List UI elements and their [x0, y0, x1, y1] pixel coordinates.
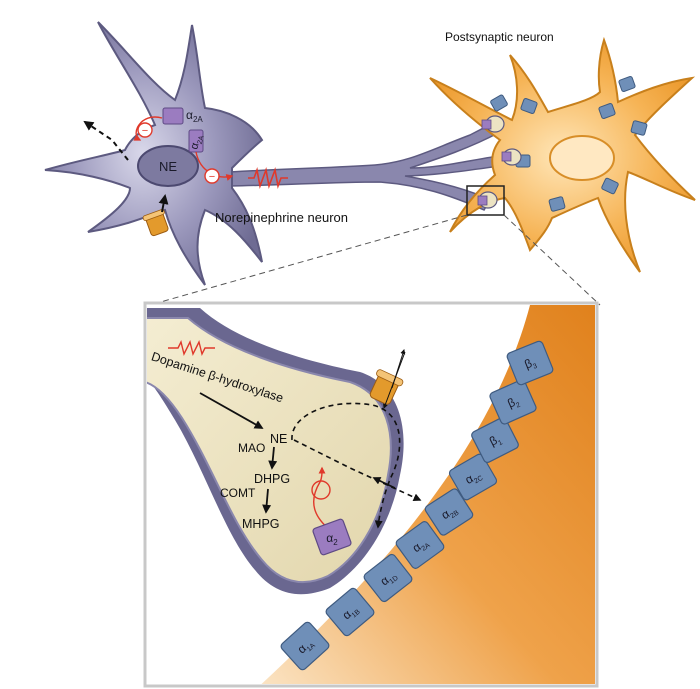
beta2-receptor: β2 [489, 379, 537, 425]
soma-inhibition-circle [137, 122, 153, 138]
alpha2b-receptor: α2B [424, 488, 474, 536]
transporter-in-arrow [383, 351, 406, 409]
ne-nucleus [137, 145, 199, 187]
terminal-ne-label: NE [270, 432, 287, 446]
soma-alpha2a-receptor [162, 107, 184, 125]
terminal-alpha2-receptor [312, 518, 352, 556]
inset-action-potential [168, 339, 215, 357]
reuptake-arrow [158, 194, 169, 213]
synapse-inset: Dopamine β-hydroxylase NE MAO DHPG COMT … [143, 301, 599, 688]
beta3-label: β3 [522, 354, 538, 373]
action-potential-spikes [248, 167, 288, 189]
ne-nucleus-label: NE [159, 159, 177, 174]
postsynaptic-label: Postsynaptic neuron [445, 30, 554, 44]
soma-transporter [142, 209, 169, 237]
synthesis-arrow [199, 392, 264, 429]
dhpg-label: DHPG [254, 472, 290, 486]
zoom-line-left [149, 214, 468, 306]
norepinephrine-neuron: NE α2A α2A − − Norepinephrine neuron [44, 21, 508, 286]
alpha1a-receptor: α1A [280, 621, 330, 671]
mao-label: MAO [238, 441, 265, 455]
soma-feedback-loop [133, 116, 163, 141]
axon-terminals [477, 115, 522, 209]
alpha2c-receptor: α2C [448, 453, 498, 501]
axon-inhibition-minus: − [209, 171, 215, 183]
postsynaptic-receptors [490, 76, 648, 212]
comt-label: COMT [220, 486, 256, 500]
soma-alpha2a-label: α2A [186, 108, 203, 124]
ne-axon [229, 120, 508, 211]
alpha2a-receptor: α2A [395, 521, 445, 569]
zoom-line-right [503, 214, 601, 306]
soma-inhibition-minus: − [142, 125, 148, 137]
soma-efflux-arrow [83, 120, 129, 161]
axon-inhibition-circle [204, 168, 220, 184]
beta1-receptor: β1 [471, 417, 519, 463]
alpha1b-receptor: α1B [325, 587, 375, 637]
axon-alpha2a-label: α2A [188, 133, 205, 151]
terminal-alpha2-label: α2 [326, 531, 338, 547]
alpha2-feedback-loop [313, 466, 331, 531]
ne-neuron-label: Norepinephrine neuron [215, 210, 348, 225]
presynaptic-terminal [147, 317, 392, 584]
ne-reuptake-path [291, 402, 401, 529]
zoom-box [466, 185, 505, 216]
ne-release-back-arrow [372, 477, 396, 489]
ne-release-path [293, 439, 422, 501]
alpha1d-receptor: α1D [363, 553, 413, 603]
mhpg-label: MHPG [242, 517, 280, 531]
comt-arrow [262, 488, 272, 514]
postsynaptic-nucleus [549, 135, 615, 181]
mao-arrow [268, 446, 278, 470]
postsynaptic-neuron: Postsynaptic neuron [429, 30, 696, 273]
beta3-receptor: β3 [506, 340, 554, 386]
terminal-transporter [369, 369, 404, 405]
